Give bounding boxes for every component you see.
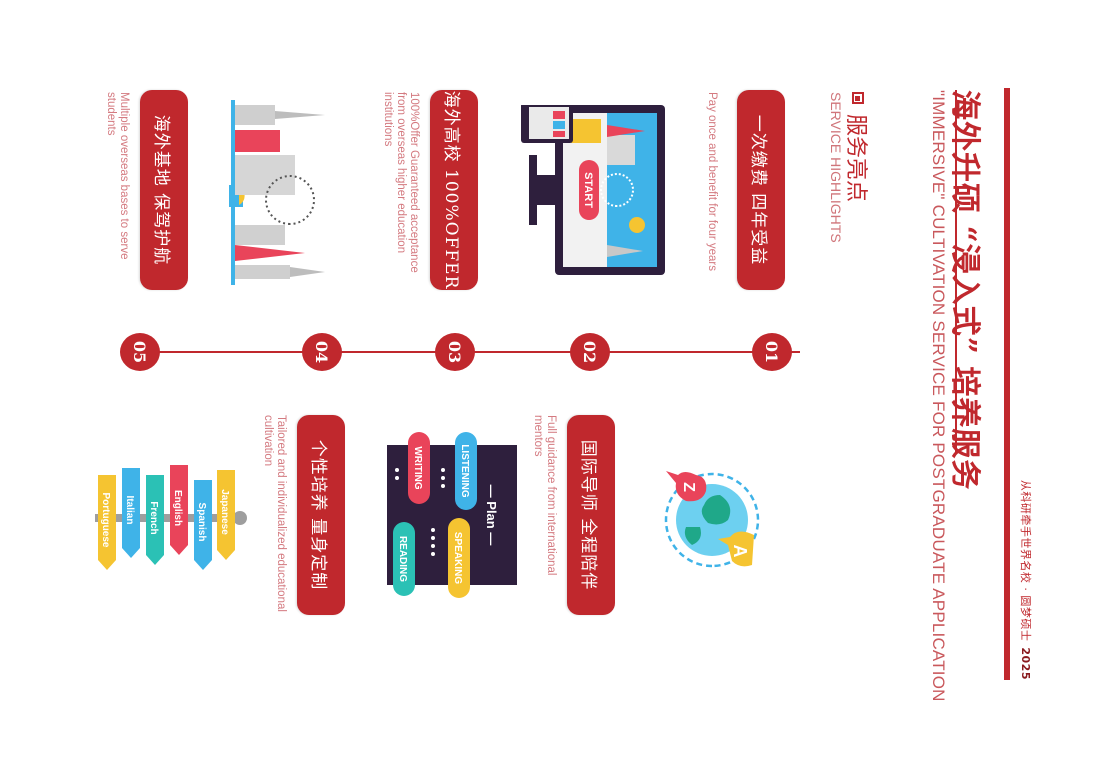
service-highlights-cn: 服务亮点 [843,114,868,203]
svg-text:French: French [148,501,159,534]
svg-text:English: English [172,490,183,526]
timeline-node-03: 03 [435,333,475,371]
svg-text:A: A [730,545,750,558]
corner-slogan: 从科研牵手世界名校 · 圆梦硕士 [1019,479,1032,642]
square-bullet-icon [852,92,864,104]
highlight-caption-04: Tailored and individualized educational … [262,415,287,612]
page-title: 海外升硕 “浸入式” 培养服务 [947,90,982,491]
svg-text:— Plan —: — Plan — [484,485,499,546]
page-subtitle: "IMMERSIVE" CULTIVATION SERVICE FOR POST… [929,90,948,702]
svg-text:LISTENING: LISTENING [459,444,470,498]
svg-text:Z: Z [680,482,697,492]
language-signpost-icon: Japanese Spanish English French Italian … [95,465,247,570]
highlight-card-03: 海外高校 100%OFFER [430,90,478,290]
cityscape-icon [229,100,325,285]
highlight-caption-03: 100%Offer Guaranteed acceptance from ove… [382,92,420,273]
highlight-caption-05: Multiple overseas bases to serve student… [105,92,130,260]
highlight-card-01: 一次缴费 四年受益 [737,90,785,290]
globe-language-icon: A Z [664,471,760,568]
highlight-card-02: 国际导师 全程陪伴 [567,415,615,615]
timeline-node-01: 01 [752,333,792,371]
highlight-card-05: 海外基地 保驾护航 [140,90,188,290]
header-red-bar [1004,88,1010,680]
year-label: 2025 [1019,647,1032,680]
service-highlights-en: SERVICE HIGHLIGHTS [828,92,844,243]
header-corner-text: 从科研牵手世界名校 · 圆梦硕士 2025 [1018,480,1034,680]
highlight-caption-01: Pay once and benefit for four years [706,92,718,271]
svg-text:WRITING: WRITING [412,446,423,490]
title-underline [955,90,957,452]
timeline-node-02: 02 [570,333,610,371]
timeline-node-04: 04 [302,333,342,371]
highlight-card-04: 个性培养 量身定制 [297,415,345,615]
svg-text:Portuguese: Portuguese [100,492,111,547]
svg-text:SPEAKING: SPEAKING [452,532,463,584]
svg-text:Italian: Italian [124,496,135,525]
service-highlights-heading: 服务亮点 [842,92,874,202]
highlight-caption-02: Full guidance from international mentors [532,415,557,576]
svg-text:START: START [582,172,594,208]
svg-text:READING: READING [397,536,408,582]
study-plan-icon: — Plan — LISTENING WRITING SPEAKING READ… [387,432,517,598]
svg-text:Japanese: Japanese [219,489,230,535]
timeline-node-05: 05 [120,333,160,371]
monitor-start-icon: START [521,105,665,275]
svg-text:Spanish: Spanish [196,503,207,542]
